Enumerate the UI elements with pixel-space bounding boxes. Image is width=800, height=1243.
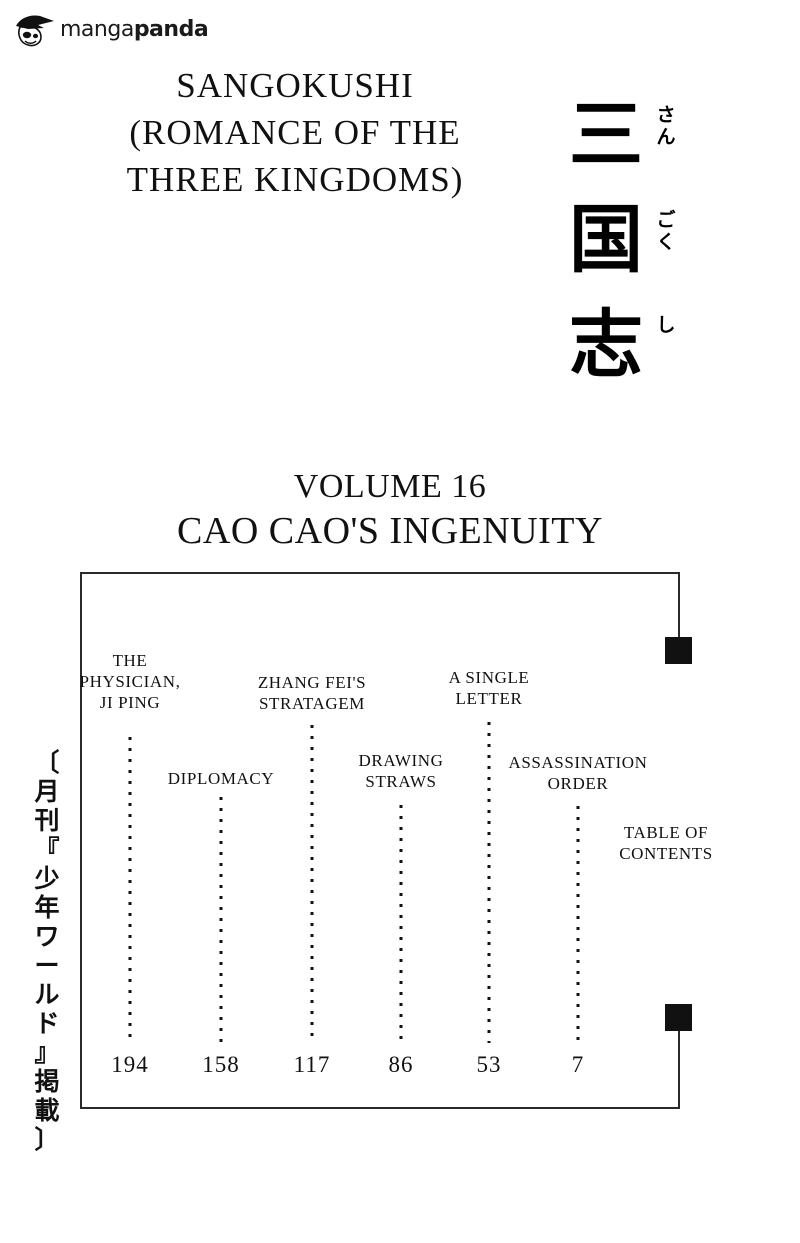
contents-entry-title-line: DRAWING: [358, 751, 444, 770]
frame-border-right-top: [678, 572, 680, 639]
furigana-san-2: ん: [656, 126, 676, 148]
serialization-note-char: 〕: [34, 1125, 60, 1154]
volume-number: VOLUME 16: [293, 468, 487, 505]
contents-entry-title-line: ZHANG FEI'S: [257, 673, 367, 692]
japanese-title-char-1: 三 さ ん: [565, 96, 715, 201]
frame-border-bottom: [80, 1107, 680, 1109]
contents-leader-dots: [576, 806, 580, 1043]
kanji-goku: 国: [569, 197, 643, 283]
furigana-shi: し: [649, 314, 683, 336]
kanji-shi: 志: [569, 302, 643, 388]
contents-entry-title[interactable]: DRAWING STRAWS: [359, 750, 444, 792]
serialization-note-char: 〔: [34, 748, 60, 777]
serialization-note-char: 載: [34, 1096, 60, 1125]
page-title: SANGOKUSHI (ROMANCE OF THE THREE KINGDOM…: [60, 62, 530, 203]
serialization-note-char: ー: [34, 951, 60, 980]
serialization-note-char: 少: [34, 864, 60, 893]
contents-entry-title-line: A SINGLE: [448, 668, 530, 687]
contents-entry-title-line: ORDER: [547, 774, 609, 793]
contents-entry-title-line: PHYSICIAN,: [79, 672, 181, 691]
table-of-contents-caption-line: CONTENTS: [619, 844, 713, 863]
contents-leader-dots: [128, 737, 132, 1043]
serialization-note-char: ル: [34, 980, 60, 1009]
japanese-title-char-3: 志 し: [565, 306, 715, 411]
logo-word-manga: manga: [60, 17, 134, 42]
title-line-1: SANGOKUSHI: [176, 66, 414, 105]
contents-page-number[interactable]: 158: [202, 1052, 240, 1077]
contents-leader-dots: [310, 725, 314, 1043]
serialization-note-char: 月: [34, 777, 60, 806]
serialization-note-char: ド: [34, 1009, 60, 1038]
contents-entry-title-line: JI PING: [99, 693, 161, 712]
marker-square-bottom: [665, 1004, 692, 1031]
contents-entry-title-line: DIPLOMACY: [167, 769, 275, 788]
table-of-contents-caption-line: TABLE OF: [623, 823, 709, 842]
contents-entry-title-line: STRATAGEM: [258, 694, 366, 713]
furigana-san: さ ん: [649, 104, 683, 148]
contents-leader-dots: [487, 722, 491, 1043]
contents-entry-title[interactable]: THE PHYSICIAN, JI PING: [80, 650, 181, 713]
kanji-san: 三: [569, 92, 643, 178]
japanese-title-char-2: 国 ご く: [565, 201, 715, 306]
contents-page-number[interactable]: 117: [293, 1052, 331, 1077]
contents-page-number[interactable]: 86: [388, 1052, 414, 1077]
contents-entry-title[interactable]: ZHANG FEI'S STRATAGEM: [258, 672, 366, 714]
logo-word-panda: panda: [133, 17, 209, 42]
site-logo[interactable]: mangapanda: [14, 8, 334, 52]
contents-page-number[interactable]: 7: [571, 1052, 585, 1077]
marker-square-top: [665, 637, 692, 664]
serialization-note-char: 』: [34, 1038, 60, 1067]
contents-leader-dots: [219, 797, 223, 1043]
serialization-note-char: 掲: [34, 1067, 60, 1096]
contents-entry-title[interactable]: A SINGLE LETTER: [449, 667, 530, 709]
furigana-goku-1: ご: [656, 209, 676, 231]
contents-entry-title-line: ASSASSINATION: [508, 753, 648, 772]
frame-border-right-bottom: [678, 1029, 680, 1109]
contents-page-number[interactable]: 194: [111, 1052, 149, 1077]
serialization-note-char: 刊: [34, 806, 60, 835]
contents-page-number[interactable]: 53: [476, 1052, 502, 1077]
table-of-contents-caption: TABLE OF CONTENTS: [619, 822, 713, 864]
volume-heading: VOLUME 16 CAO CAO'S INGENUITY: [40, 466, 740, 554]
volume-subtitle: CAO CAO'S INGENUITY: [177, 510, 603, 552]
contents-entry-title-line: LETTER: [455, 689, 523, 708]
serialization-note-char: 『: [34, 835, 60, 864]
serialization-note-char: 年: [34, 893, 60, 922]
japanese-title: 三 さ ん 国 ご く 志 し: [565, 96, 715, 411]
furigana-shi-1: し: [656, 314, 676, 336]
serialization-note-char: ワ: [34, 922, 60, 951]
serialization-note: 〔月刊『少年ワールド』掲載〕: [26, 748, 68, 1154]
furigana-goku: ご く: [649, 209, 683, 253]
contents-leader-dots: [399, 805, 403, 1043]
frame-border-top: [80, 572, 680, 574]
frame-border-left: [80, 572, 82, 1109]
title-line-3: THREE KINGDOMS): [126, 160, 464, 199]
contents-entry-title[interactable]: ASSASSINATION ORDER: [508, 752, 647, 794]
furigana-san-1: さ: [656, 104, 676, 126]
logo-wordmark: mangapanda: [60, 17, 209, 42]
furigana-goku-2: く: [656, 231, 676, 253]
title-line-2: (ROMANCE OF THE: [129, 113, 461, 152]
contents-entry-title-line: THE: [112, 651, 148, 670]
contents-entry-title-line: STRAWS: [365, 772, 437, 791]
contents-entry-title[interactable]: DIPLOMACY: [168, 768, 274, 789]
contents-frame: [80, 572, 692, 1109]
panda-logo-icon: [16, 15, 54, 47]
